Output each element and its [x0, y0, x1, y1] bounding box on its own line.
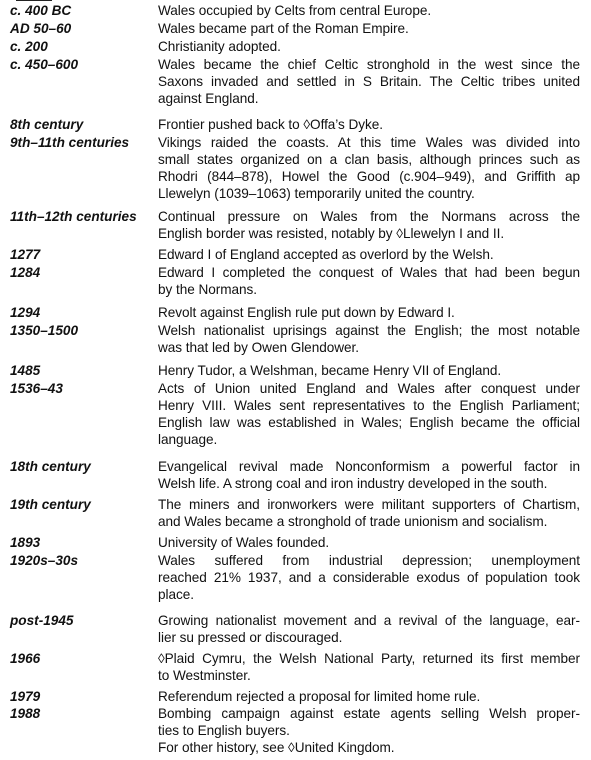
entry-line: place.	[158, 587, 194, 602]
entry-text: University of Wales founded.	[158, 534, 580, 551]
entry-date: 19th century	[10, 497, 91, 512]
entry-date: 1988	[10, 706, 41, 721]
entry-line: Henry Tudor, a Welshman, became Henry VI…	[158, 363, 502, 378]
entry-text: Continual pressure on Wales from the Nor…	[158, 208, 580, 242]
entry-line: to Westminster.	[158, 668, 251, 683]
entry-text: Evangelical revival made Nonconformism a…	[158, 458, 580, 492]
entry-line: Welsh nationalist uprisings against the …	[158, 323, 580, 338]
entry-line: Henry VIII. Wales sent representatives t…	[158, 398, 580, 413]
entry-line: Referendum rejected a proposal for limit…	[158, 689, 481, 704]
entry-line: Saxons invaded and settled in S Britain.…	[158, 74, 580, 89]
entry-line: Llewelyn (1039–1063) temporarily united …	[158, 186, 475, 201]
entry-date: AD 50–60	[10, 21, 72, 36]
entry-date: 8th century	[10, 117, 84, 132]
entry-line: small states organized on a clan basis, …	[158, 152, 580, 167]
entry-line: Wales became the chief Celtic stronghold…	[158, 57, 580, 72]
entry-line: Christianity adopted.	[158, 39, 281, 54]
entry-line: The miners and ironworkers were militant…	[158, 497, 580, 512]
entry-line: reached 21% 1937, and a considerable exo…	[158, 570, 580, 585]
entry-line: Bombing campaign against estate agents s…	[158, 706, 580, 721]
entry-line: Revolt against English rule put down by …	[158, 305, 455, 320]
entry-date: 1966	[10, 651, 41, 666]
entry-date: 9th–11th centuries	[10, 135, 130, 150]
entry-date: 18th century	[10, 459, 91, 474]
entry-text: Welsh nationalist uprisings against the …	[158, 322, 580, 356]
entry-line: lier su pressed or discouraged.	[158, 630, 343, 645]
entry-text: Revolt against English rule put down by …	[158, 304, 580, 321]
entry-text: The miners and ironworkers were militant…	[158, 496, 580, 530]
entry-line: Frontier pushed back to ◊Offa’s Dyke.	[158, 117, 383, 132]
entry-line: English border was resisted, notably by …	[158, 226, 505, 241]
entry-line: ◊Plaid Cymru, the Welsh National Party, …	[158, 651, 580, 666]
entry-text: Bombing campaign against estate agents s…	[158, 705, 580, 756]
entry-line: Vikings raided the coasts. At this time …	[158, 135, 580, 150]
entry-date: 1284	[10, 265, 41, 280]
entry-text: ◊Plaid Cymru, the Welsh National Party, …	[158, 650, 580, 684]
entry-line: University of Wales founded.	[158, 535, 330, 550]
see-also-reference: For other history, see ◊United Kingdom.	[158, 740, 395, 755]
entry-date: 1350–1500	[10, 323, 79, 338]
entry-text: Christianity adopted.	[158, 38, 580, 55]
entry-text: Henry Tudor, a Welshman, became Henry VI…	[158, 362, 580, 379]
entry-text: Edward I completed the conquest of Wales…	[158, 264, 580, 298]
entry-line: Wales occupied by Celts from central Eur…	[158, 3, 432, 18]
entry-text: Frontier pushed back to ◊Offa’s Dyke.	[158, 116, 580, 133]
entry-date: c. 400 BC	[10, 3, 72, 18]
entry-text: Wales became the chief Celtic stronghold…	[158, 56, 580, 107]
entry-text: Growing nationalist movement and a reviv…	[158, 612, 580, 646]
entry-line: Evangelical revival made Nonconformism a…	[158, 459, 580, 474]
entry-date: 1920s–30s	[10, 553, 79, 568]
entry-line: Continual pressure on Wales from the Nor…	[158, 209, 580, 224]
entry-line: against England.	[158, 91, 259, 106]
entry-line: by the Normans.	[158, 282, 257, 297]
entry-text: Wales suffered from industrial depressio…	[158, 552, 580, 603]
entry-date: 1277	[10, 247, 41, 262]
entry-line: English law was established in Wales; En…	[158, 415, 580, 430]
entry-line: Edward I completed the conquest of Wales…	[158, 265, 580, 280]
entry-text: Wales occupied by Celts from central Eur…	[158, 2, 580, 19]
entry-line: ties to English buyers.	[158, 723, 290, 738]
entry-date: 1485	[10, 363, 41, 378]
entry-date: c. 200	[10, 39, 48, 54]
entry-line: Rhodri (844–878), Howel the Good (c.904–…	[158, 169, 580, 184]
entry-line: language.	[158, 432, 218, 447]
entry-date: 1979	[10, 689, 41, 704]
entry-date: 1893	[10, 535, 41, 550]
entry-text: Acts of Union united England and Wales a…	[158, 380, 580, 448]
entry-line: was that led by Owen Glendower.	[158, 340, 359, 355]
entry-text: Edward I of England accepted as overlord…	[158, 246, 580, 263]
entry-date: 1536–43	[10, 381, 63, 396]
entry-line: Welsh life. A strong coal and iron indus…	[158, 476, 548, 491]
entry-line: and Wales became a stronghold of trade u…	[158, 514, 548, 529]
entry-line: Edward I of England accepted as overlord…	[158, 247, 494, 262]
entry-line: Acts of Union united England and Wales a…	[158, 381, 580, 396]
entry-date: post-1945	[10, 613, 74, 628]
entry-text: Wales became part of the Roman Empire.	[158, 20, 580, 37]
entry-date: 1294	[10, 305, 41, 320]
entry-text: Referendum rejected a proposal for limit…	[158, 688, 580, 705]
entry-date: c. 450–600	[10, 57, 79, 72]
entry-line: Wales became part of the Roman Empire.	[158, 21, 409, 36]
entry-line: Growing nationalist movement and a reviv…	[158, 613, 580, 628]
entry-line: Wales suffered from industrial depressio…	[158, 553, 580, 568]
top-rule	[16, 0, 52, 1]
entry-date: 11th–12th centuries	[10, 209, 137, 224]
entry-text: Vikings raided the coasts. At this time …	[158, 134, 580, 202]
